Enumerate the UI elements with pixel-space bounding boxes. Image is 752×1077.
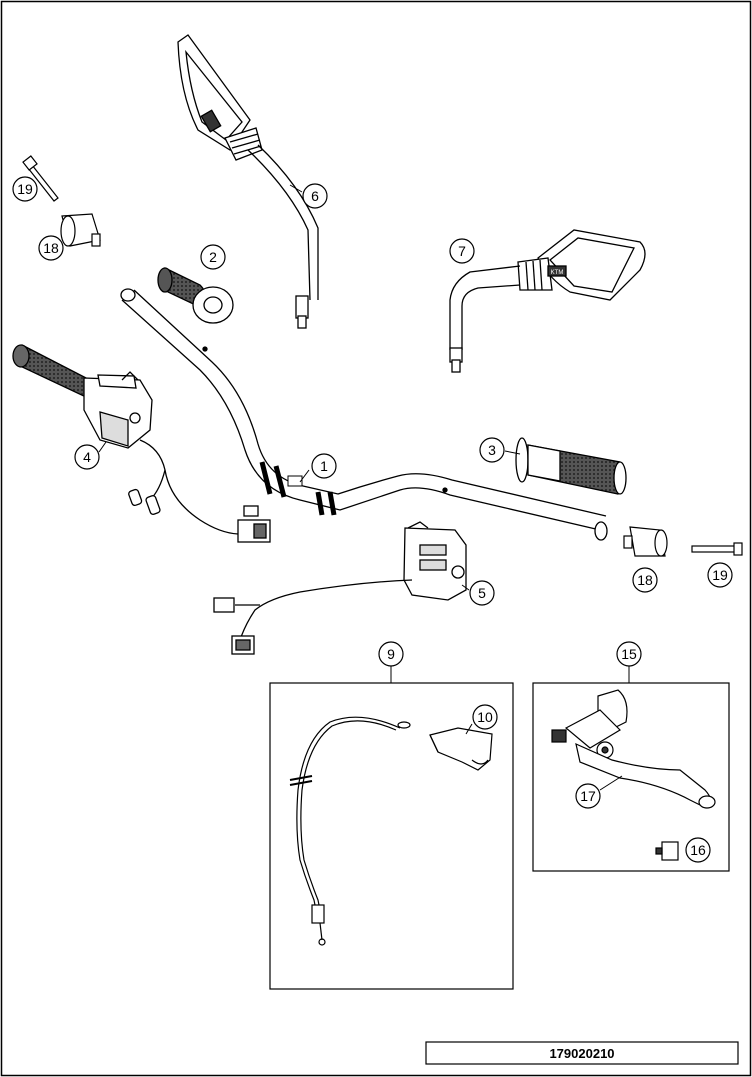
callout-label-15: 15 [621, 646, 637, 662]
callout-5: 5 [461, 580, 495, 606]
callout-3: 3 [479, 437, 521, 463]
callout-15: 15 [616, 641, 642, 683]
callout-label-18-left: 18 [43, 240, 59, 256]
callout-label-10: 10 [477, 709, 493, 725]
callout-9: 9 [378, 641, 404, 683]
right-grip-part-3 [515, 437, 627, 495]
callout-label-18-right: 18 [637, 572, 653, 588]
callout-19-right: 19 [707, 562, 733, 588]
callout-label-4: 4 [83, 449, 91, 465]
mirror-logo-text: KTM [551, 270, 564, 276]
callout-label-3: 3 [488, 442, 496, 458]
right-bar-end-screw-part-19 [691, 542, 743, 556]
left-mirror-part-6 [177, 34, 319, 329]
callout-label-16: 16 [690, 842, 706, 858]
callout-label-7: 7 [458, 243, 466, 259]
clutch-lever-box [532, 682, 730, 872]
callout-19-left: 19 [12, 176, 38, 202]
callout-18-left: 18 [38, 235, 64, 261]
callout-label-19-left: 19 [17, 181, 33, 197]
callout-label-2: 2 [209, 249, 217, 265]
clutch-cable-box [269, 682, 514, 990]
callout-4: 4 [74, 441, 107, 470]
right-mirror-part-7: KTM [449, 229, 646, 373]
handlebar-part-1 [120, 288, 608, 541]
left-bar-end-weight-part-18 [60, 213, 101, 247]
callout-10: 10 [465, 704, 498, 735]
left-grip-part-2 [157, 267, 234, 324]
clutch-cable-part-9 [289, 716, 411, 946]
callout-2: 2 [200, 244, 226, 270]
clutch-cable-adjuster-part-10 [429, 727, 493, 771]
callout-label-19-right: 19 [712, 567, 728, 583]
callout-16: 16 [685, 837, 711, 863]
callout-label-6: 6 [311, 188, 319, 204]
callout-6: 6 [289, 183, 328, 209]
clutch-lever-assembly-part-15 [551, 689, 716, 809]
left-bar-end-screw-part-19 [22, 155, 59, 202]
right-bar-end-weight-part-18 [623, 526, 668, 557]
clutch-switch-part-16 [655, 841, 679, 861]
callout-7: 7 [449, 238, 475, 264]
callout-18-right: 18 [632, 567, 658, 593]
callout-label-9: 9 [387, 646, 395, 662]
callout-label-5: 5 [478, 585, 486, 601]
left-switch-assembly-part-4 [12, 344, 271, 543]
drawing-number-box: 179020210 [425, 1041, 739, 1065]
callout-1: 1 [299, 453, 337, 483]
drawing-number: 179020210 [549, 1046, 614, 1061]
right-switch-assembly-part-5 [213, 521, 467, 655]
callout-label-1: 1 [320, 458, 328, 474]
callout-17: 17 [575, 775, 623, 809]
callout-label-17: 17 [580, 788, 596, 804]
